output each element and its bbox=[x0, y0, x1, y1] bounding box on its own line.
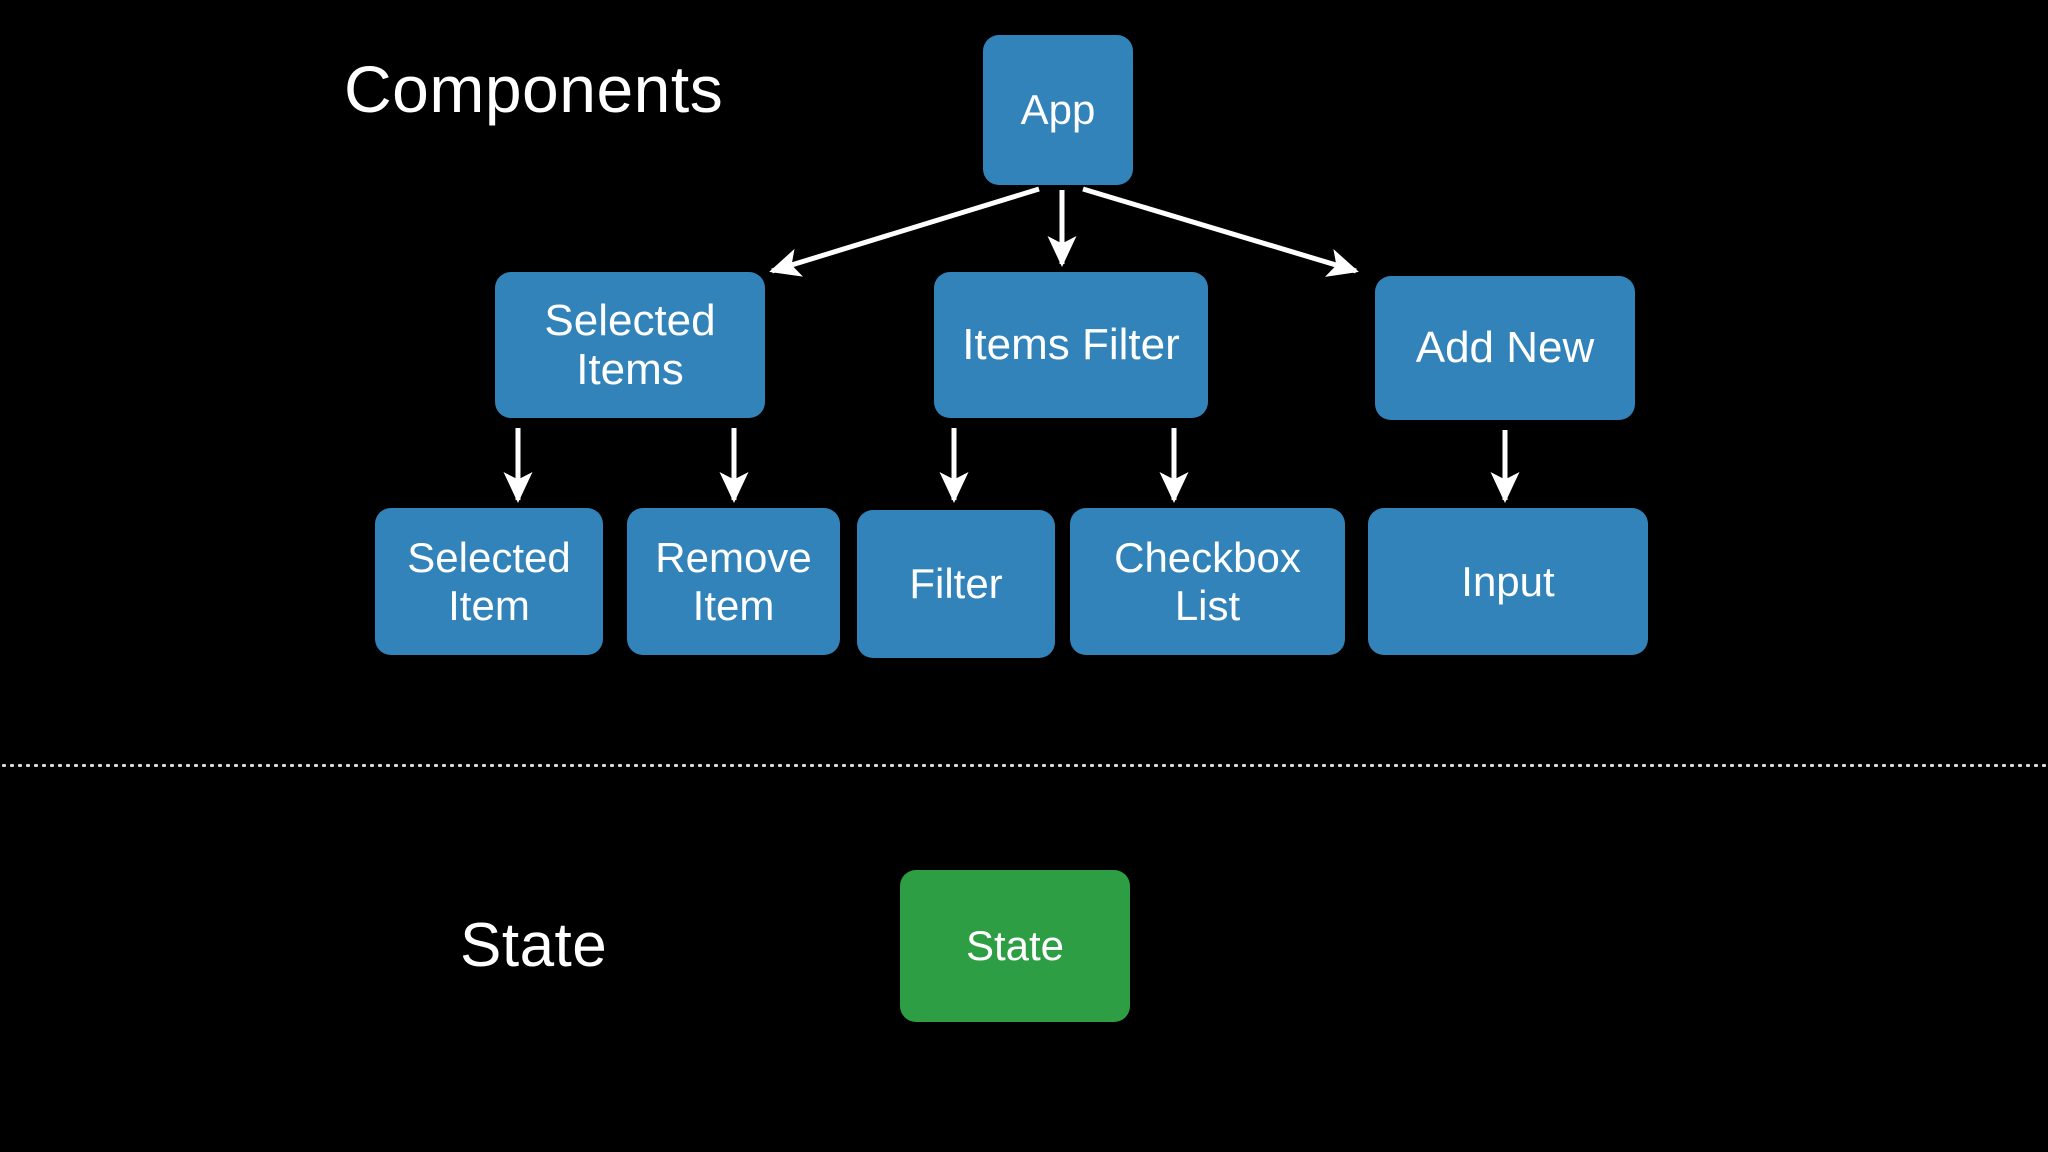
node-add-new-label: Add New bbox=[1415, 323, 1595, 373]
node-app-label: App bbox=[1020, 86, 1096, 134]
node-add-new[interactable]: Add New bbox=[1375, 276, 1635, 420]
node-checkbox-list-label: Checkbox List bbox=[1114, 534, 1301, 629]
node-selected-item[interactable]: Selected Item bbox=[375, 508, 603, 655]
section-divider bbox=[0, 764, 2048, 767]
node-checkbox-list[interactable]: Checkbox List bbox=[1070, 508, 1345, 655]
node-selected-items-label: Selected Items bbox=[544, 295, 716, 394]
node-filter-label: Filter bbox=[909, 560, 1003, 608]
node-state[interactable]: State bbox=[900, 870, 1130, 1022]
node-items-filter[interactable]: Items Filter bbox=[934, 272, 1208, 418]
node-input-label: Input bbox=[1461, 557, 1555, 605]
node-selected-item-label: Selected Item bbox=[407, 534, 571, 629]
node-remove-item-label: Remove Item bbox=[655, 534, 812, 629]
node-state-label: State bbox=[965, 922, 1065, 970]
edge-app-to-add-new bbox=[1082, 186, 1359, 277]
state-section-title: State bbox=[460, 911, 608, 980]
node-selected-items[interactable]: Selected Items bbox=[495, 272, 765, 418]
node-remove-item[interactable]: Remove Item bbox=[627, 508, 840, 655]
node-app[interactable]: App bbox=[983, 35, 1133, 185]
node-input[interactable]: Input bbox=[1368, 508, 1648, 655]
edge-app-to-selected-items bbox=[769, 186, 1040, 277]
node-filter[interactable]: Filter bbox=[857, 510, 1055, 658]
node-items-filter-label: Items Filter bbox=[962, 320, 1180, 370]
components-section-title: Components bbox=[344, 52, 724, 126]
